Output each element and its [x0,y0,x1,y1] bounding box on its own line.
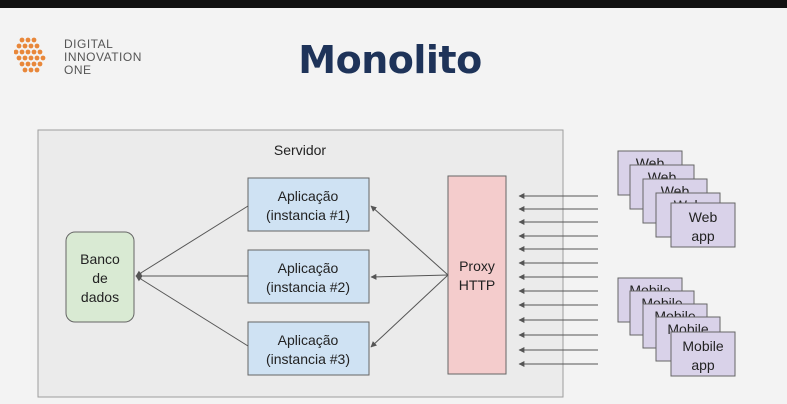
app-instance-2-line2: (instancia #2) [266,279,350,295]
arrow-app3-to-db [135,275,249,347]
arrow-proxy-to-app3 [370,274,449,348]
proxy-label-1: Proxy [459,258,495,274]
web-app-label-1: Web [689,209,718,225]
brand-line-3: ONE [64,63,92,77]
app-instance-1-line1: Aplicação [278,188,339,204]
app-instance-1-box [247,177,370,232]
arrow-app1-to-db [135,205,249,277]
database-box [65,231,135,323]
mobile-app-label-1: Mobile [682,338,723,354]
database-label-1: Banco [80,251,120,267]
app-instance-3-line1: Aplicação [278,332,339,348]
web-client-stack: Web Web Web Web Web app [617,150,736,248]
brand-line-1: DIGITAL [64,37,114,51]
app-instance-3-box [247,321,370,376]
app-instance-2-box [247,249,370,304]
mobile-app-label-2: app [691,357,715,373]
web-app-label-2: app [691,228,715,244]
brand-wordmark: DIGITAL INNOVATION ONE [64,38,142,77]
dio-hexagon-logo-icon [14,37,46,73]
top-bar [0,0,787,8]
mobile-client-stack: Mobile Mobile Mobile Mobile Mobile app [617,277,736,377]
database-label-2: de [92,270,108,286]
proxy-box [447,175,507,375]
proxy-label-2: HTTP [459,277,496,293]
slide-title: Monolito [298,38,482,82]
arrow-proxy-to-app1 [370,205,449,276]
brand-line-2: INNOVATION [64,50,142,64]
arrow-proxy-to-app2 [370,273,449,280]
app-instance-3-line2: (instancia #3) [266,351,350,367]
server-label: Servidor [274,142,326,158]
app-instance-1-line2: (instancia #1) [266,207,350,223]
database-label-3: dados [81,289,119,305]
app-instance-2-line1: Aplicação [278,260,339,276]
